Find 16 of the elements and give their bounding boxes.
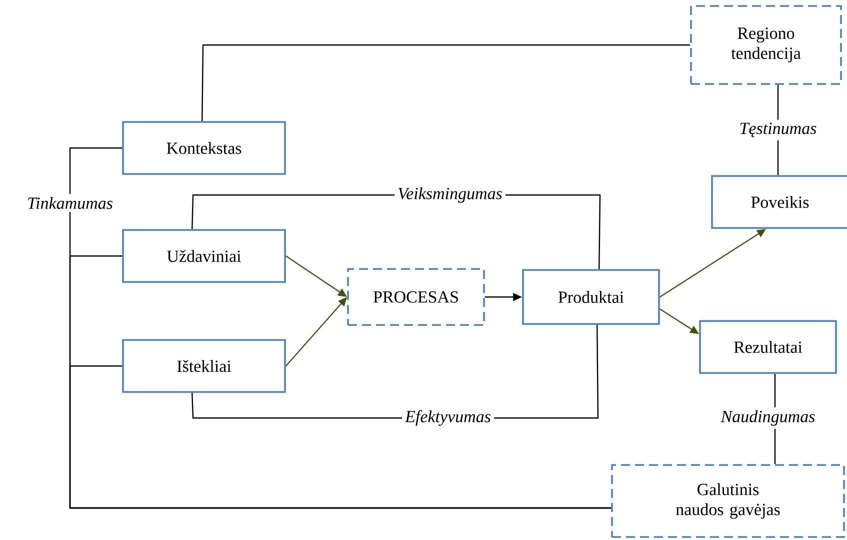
edge-label: Veiksmingumas [394, 184, 506, 206]
process-box: Rezultatai [699, 320, 837, 374]
edge-label: Naudingumas [718, 407, 818, 429]
edge-label: Tęstinumas [736, 120, 820, 140]
connector-line [69, 365, 612, 509]
dashed-box: Regiono tendencija [690, 5, 842, 85]
edge-label: Efektyvumas [402, 407, 494, 429]
dashed-box: Galutinis naudos gavėjas [611, 464, 845, 538]
connector-line [202, 44, 690, 122]
process-box: Uždaviniai [122, 229, 286, 283]
process-box: Produktai [522, 269, 660, 325]
process-box: Ištekliai [122, 339, 286, 393]
edge-label: Tinkamumas [24, 194, 116, 212]
process-box: Kontekstas [122, 121, 286, 175]
process-box: Poveikis [711, 175, 847, 229]
dashed-box: PROCESAS [347, 268, 485, 326]
